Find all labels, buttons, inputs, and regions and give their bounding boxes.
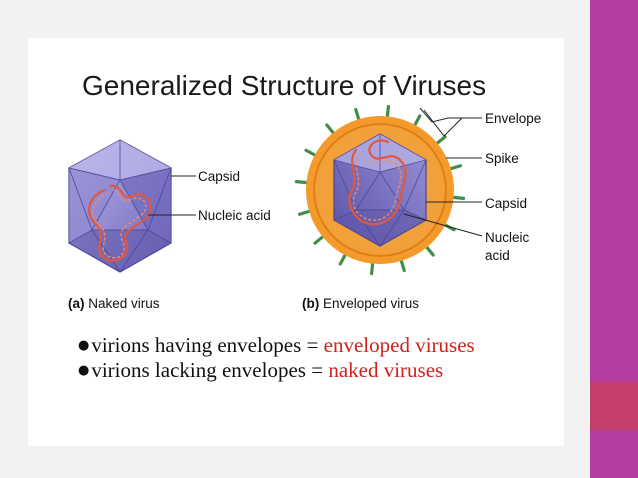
nucleic-acid-strand-a: [87, 184, 152, 262]
label-nucleic-acid-a: Nucleic acid: [198, 208, 271, 223]
enveloped-virus-illustration: [294, 104, 466, 276]
label-spike: Spike: [485, 151, 519, 166]
bullet-item: ●virions lacking envelopes = naked virus…: [78, 358, 475, 383]
bullet-list: ●virions having envelopes = enveloped vi…: [78, 333, 475, 383]
side-decoration-accent: [590, 382, 638, 430]
label-nucleic-line2: acid: [485, 248, 510, 263]
label-envelope: Envelope: [485, 111, 541, 126]
bullet-text: virions lacking envelopes =: [91, 358, 329, 382]
bullet-dot-icon: ●: [78, 338, 90, 353]
bullet-text: virions having envelopes =: [91, 333, 324, 357]
bullet-item: ●virions having envelopes = enveloped vi…: [78, 333, 475, 358]
nucleic-acid-strand-b: [348, 139, 407, 226]
slide-title: Generalized Structure of Viruses: [82, 70, 487, 101]
label-capsid-a: Capsid: [198, 169, 240, 184]
label-capsid-b: Capsid: [485, 196, 527, 211]
bullet-highlight: naked viruses: [328, 358, 444, 382]
bullet-highlight: enveloped viruses: [323, 333, 475, 357]
bullet-dot-icon: ●: [78, 363, 90, 378]
naked-virus-illustration: [68, 139, 172, 273]
label-nucleic-line1: Nucleic: [485, 230, 530, 245]
caption-enveloped-virus: (b) Enveloped virus: [302, 296, 419, 311]
caption-naked-virus: (a) Naked virus: [68, 296, 160, 311]
